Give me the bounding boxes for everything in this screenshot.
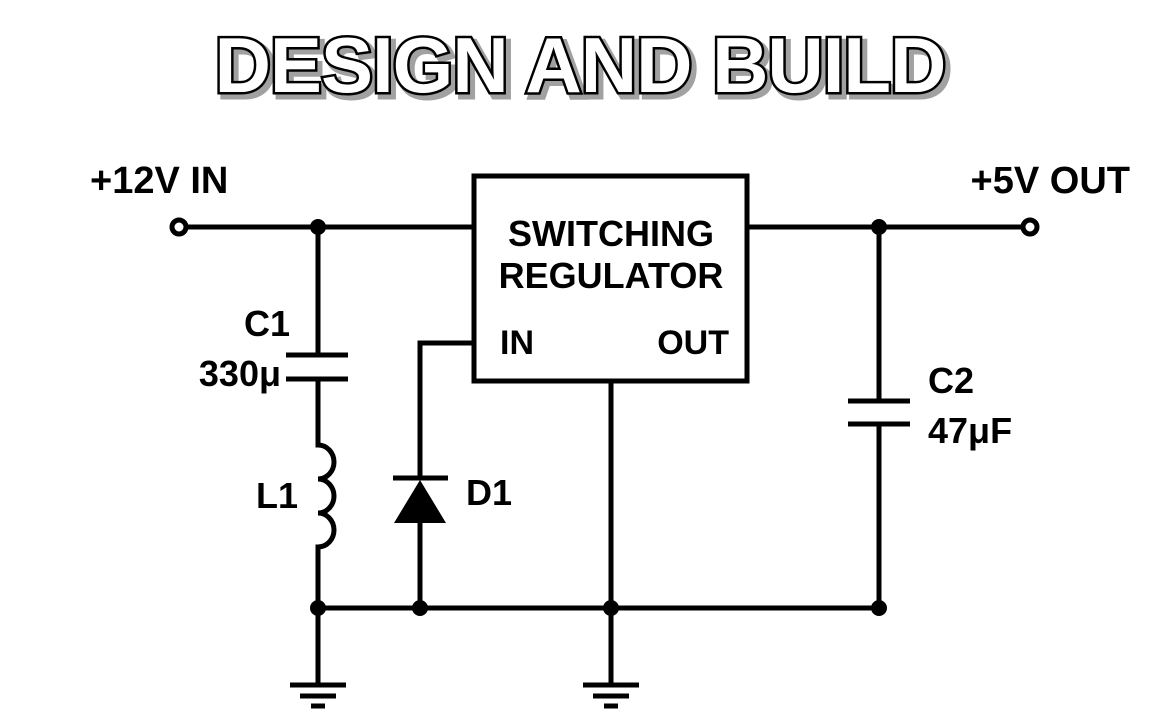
input-label: +12V IN [90, 160, 228, 202]
l1-inductor-coil [315, 442, 337, 550]
c2-value: 47μF [928, 410, 1012, 451]
c2-name: C2 [928, 360, 974, 401]
ground-icon-left [290, 682, 346, 709]
regulator-line2: REGULATOR [499, 255, 724, 296]
ground-rail [310, 600, 887, 688]
input-terminal[interactable] [169, 217, 189, 237]
title-text: DESIGN AND BUILD [215, 21, 946, 109]
title-shadow: DESIGN AND BUILD [219, 25, 950, 113]
junction-ground-regulator [603, 600, 619, 616]
c1-value: 330μ [199, 353, 281, 394]
regulator-box [471, 173, 750, 384]
d1-name: D1 [466, 472, 512, 513]
c1-l1-branch [286, 224, 348, 611]
regulator-pin-in: IN [500, 324, 534, 362]
title: DESIGN AND BUILD DESIGN AND BUILD [212, 19, 954, 117]
input-rail [169, 217, 476, 237]
c1-name: C1 [244, 303, 290, 344]
regulator-line1: SWITCHING [508, 213, 714, 254]
switching-regulator: SWITCHING REGULATOR IN OUT [471, 173, 750, 384]
regulator-pin-out: OUT [657, 324, 729, 362]
l1-name: L1 [256, 475, 298, 516]
ground-icon-center [583, 682, 639, 709]
output-terminal[interactable] [1020, 217, 1040, 237]
output-label: +5V OUT [971, 160, 1130, 202]
output-rail [745, 217, 1040, 237]
d1-top-wire [417, 340, 477, 481]
junction-ground-right [871, 600, 887, 616]
junction-ground-diode [412, 600, 428, 616]
d1-anode-triangle [394, 480, 446, 523]
d1-branch [393, 340, 477, 611]
c2-branch [848, 224, 910, 611]
